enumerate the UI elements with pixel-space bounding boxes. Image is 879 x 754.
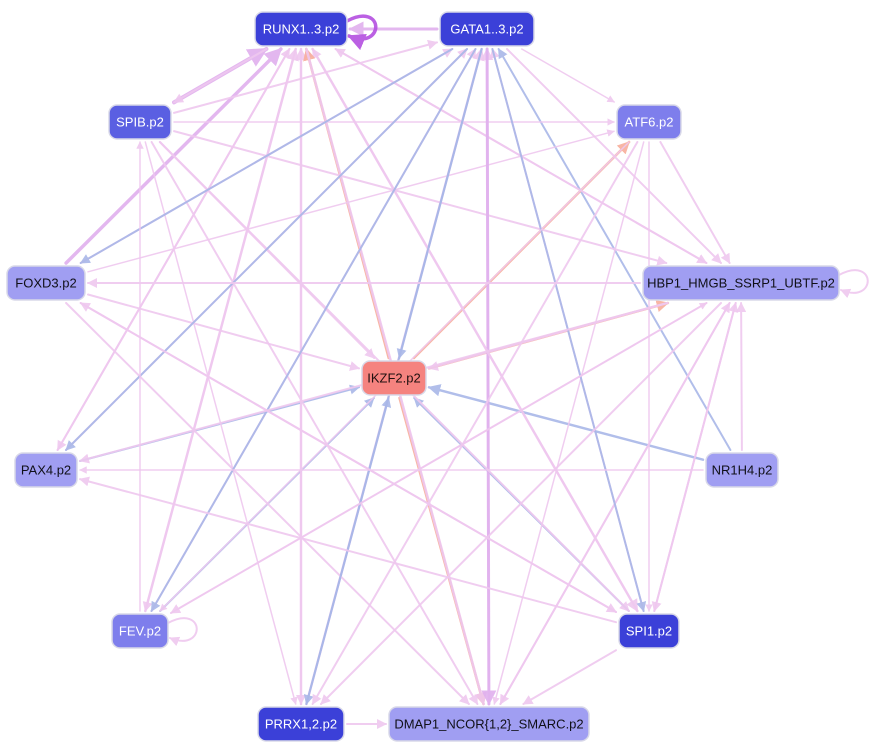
edge-nr1h4-ikzf2 <box>427 384 705 461</box>
edge-atf6-hbp1 <box>659 141 731 264</box>
edge-spib-hbp1 <box>173 130 668 266</box>
edge-gata-pax4 <box>65 48 468 451</box>
node-box-foxd3[interactable] <box>6 265 86 301</box>
edge-runx-self <box>345 14 378 51</box>
node-box-pax4[interactable] <box>14 452 78 488</box>
node-box-spi1[interactable] <box>618 613 680 649</box>
node-box-gata[interactable] <box>439 11 535 47</box>
edge-gata-fev <box>150 48 477 612</box>
edge-gata-foxd3 <box>79 48 454 264</box>
node-hbp1[interactable]: HBP1_HMGB_SSRP1_UBTF.p2 <box>642 265 840 301</box>
edge-atf6-dmap <box>492 141 645 705</box>
node-box-dmap[interactable] <box>388 706 590 742</box>
edge-hbp1-prrx <box>320 302 722 705</box>
node-spi1[interactable]: SPI1.p2 <box>618 613 680 649</box>
node-box-fev[interactable] <box>111 613 169 649</box>
edge-runx-spib <box>173 48 268 104</box>
node-atf6[interactable]: ATF6.p2 <box>616 104 682 140</box>
edge-gata-atf6 <box>521 48 615 103</box>
edge-runx-spi1 <box>311 47 639 613</box>
node-foxd3[interactable]: FOXD3.p2 <box>6 265 86 301</box>
node-box-nr1h4[interactable] <box>705 452 779 488</box>
node-box-ikzf2[interactable] <box>361 360 427 396</box>
edge-hbp1-spi1 <box>651 302 737 612</box>
node-box-atf6[interactable] <box>616 104 682 140</box>
edge-atf6-prrx <box>311 141 639 705</box>
node-runx[interactable]: RUNX1..3.p2 <box>254 11 348 47</box>
node-prrx[interactable]: PRRX1,2.p2 <box>257 706 345 742</box>
edge-spi1-pax4 <box>79 476 617 624</box>
edge-nr1h4-hbp1 <box>736 302 747 451</box>
node-box-hbp1[interactable] <box>642 265 840 301</box>
node-fev[interactable]: FEV.p2 <box>111 613 169 649</box>
node-box-prrx[interactable] <box>257 706 345 742</box>
node-spib[interactable]: SPIB.p2 <box>108 104 172 140</box>
edge-spi1-foxd3 <box>79 302 617 613</box>
edge-hbp1-fev <box>170 302 708 614</box>
edge-gata-dmap <box>481 47 497 706</box>
edge-fev-self <box>167 617 198 647</box>
edge-runx-fev <box>142 48 297 612</box>
edge-foxd3-ikzf2 <box>87 293 360 371</box>
edge-spib-dmap <box>150 141 479 705</box>
node-pax4[interactable]: PAX4.p2 <box>14 452 78 488</box>
node-box-runx[interactable] <box>254 11 348 47</box>
edge-runx-pax4 <box>56 48 291 451</box>
node-dmap[interactable]: DMAP1_NCOR{1,2}_SMARC.p2 <box>388 706 590 742</box>
edge-spi1-dmap <box>522 649 617 705</box>
edge-spib-gata <box>173 39 438 114</box>
edge-foxd3-atf6 <box>87 129 615 273</box>
node-box-spib[interactable] <box>108 104 172 140</box>
node-gata[interactable]: GATA1..3.p2 <box>439 11 535 47</box>
edge-layer <box>56 14 869 729</box>
node-nr1h4[interactable]: NR1H4.p2 <box>705 452 779 488</box>
node-ikzf2[interactable]: IKZF2.p2 <box>361 360 427 396</box>
edge-hbp1-self <box>838 269 869 299</box>
